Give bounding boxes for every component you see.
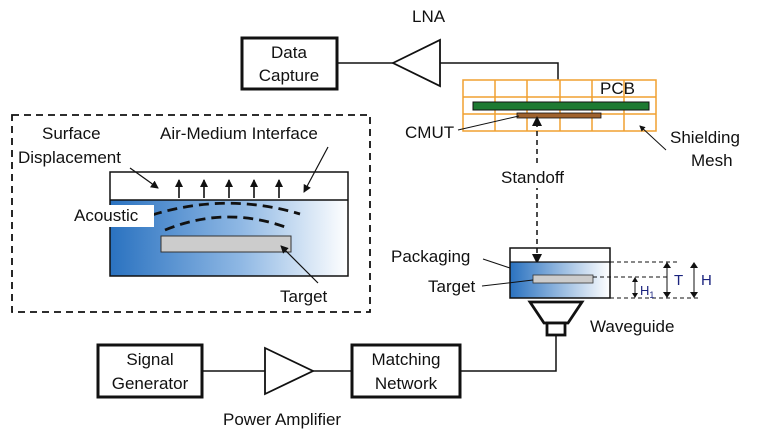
- packaging-frame: [509, 247, 611, 299]
- air-interface-leader: [303, 146, 329, 193]
- signal-generator-label-line2: Generator: [112, 374, 189, 393]
- target-label-right: Target: [428, 277, 476, 296]
- target-leader-right: [481, 279, 534, 287]
- matching-network-label-line2: Network: [375, 374, 438, 393]
- dimension-h: [690, 262, 698, 298]
- waveguide-horn: [527, 300, 585, 325]
- waveguide-neck: [545, 321, 567, 337]
- packaged-target: [532, 274, 594, 284]
- inset-target-leader: [280, 245, 319, 284]
- data-capture-label-line2: Capture: [259, 66, 319, 85]
- pcb-label: PCB: [600, 79, 635, 98]
- shielding-mesh-leader: [639, 125, 667, 151]
- cmut-leader: [457, 115, 520, 131]
- data-capture-block: Data Capture: [240, 36, 339, 91]
- shielding-mesh-label-line1: Shielding: [670, 128, 740, 147]
- surface-displacement-leader: [129, 167, 159, 189]
- standoff-arrow-down: [532, 254, 542, 264]
- inset-target-label: Target: [280, 287, 328, 306]
- surface-displacement-label-line1: Surface: [42, 124, 101, 143]
- packaging-leader: [482, 258, 511, 269]
- wire-matching-waveguide: [460, 335, 557, 372]
- packaging-label: Packaging: [391, 247, 470, 266]
- surface-displacement-arrows: [175, 179, 283, 198]
- signal-generator-block: Signal Generator: [96, 343, 204, 399]
- power-amplifier-label: Power Amplifier: [223, 410, 341, 429]
- acoustic-label: Acoustic: [74, 206, 139, 225]
- air-medium-interface-label: Air-Medium Interface: [160, 124, 318, 143]
- data-capture-label-line1: Data: [271, 43, 307, 62]
- dimension-h1-label: H1: [640, 283, 654, 300]
- lna-amplifier: LNA: [390, 7, 446, 88]
- surface-displacement-label-line2: Displacement: [18, 148, 121, 167]
- acoustic-wavefront-outer: [151, 201, 301, 217]
- inset-target: [160, 235, 292, 253]
- cmut-element: [516, 112, 602, 119]
- standoff-label-bg: [497, 166, 581, 188]
- dimension-h1: [632, 277, 638, 298]
- dimension-t: [663, 262, 671, 298]
- dimension-h-label: H: [701, 272, 712, 289]
- acoustic-label-bg: [72, 205, 154, 227]
- matching-network-label-line1: Matching: [372, 350, 441, 369]
- cmut-label: CMUT: [405, 123, 454, 142]
- lna-label: LNA: [412, 7, 446, 26]
- standoff-label: Standoff: [501, 168, 564, 187]
- wire-lna-pcb: [440, 62, 559, 80]
- power-amplifier: Power Amplifier: [223, 346, 341, 429]
- matching-network-block: Matching Network: [350, 343, 462, 399]
- dimension-guides: [593, 261, 698, 299]
- dimension-t-label: T: [674, 272, 683, 289]
- pcb-board: [472, 101, 650, 111]
- shielding-mesh-label-line2: Mesh: [691, 151, 733, 170]
- waveguide-label: Waveguide: [590, 317, 674, 336]
- inset-frame: [11, 114, 371, 313]
- standoff-arrow-up: [532, 116, 542, 126]
- signal-generator-label-line1: Signal: [126, 350, 173, 369]
